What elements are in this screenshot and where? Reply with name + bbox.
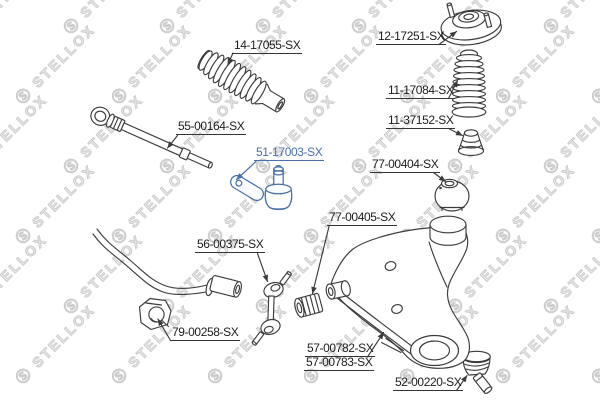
leader-line (168, 136, 178, 149)
part-label-79-00258-sx[interactable]: 79-00258-SX (170, 325, 241, 341)
part-label-12-17251-sx[interactable]: 12-17251-SX (376, 29, 447, 45)
leader-line (368, 333, 384, 358)
part-label-56-00375-sx[interactable]: 56-00375-SX (195, 237, 266, 253)
part-label-11-37152-sx[interactable]: 11-37152-SX (386, 113, 456, 129)
leader-line (311, 227, 330, 294)
leader-line (439, 32, 457, 45)
part-label-57-00783-sx[interactable]: 57-00783-SX (304, 355, 375, 371)
leader-line (457, 376, 468, 391)
part-label-51-17003-sx[interactable]: 51-17003-SX (254, 145, 325, 161)
stabilizer-bar-bushing-drawing (140, 299, 172, 330)
tie-rod-end-drawing (228, 166, 291, 210)
leader-line (449, 81, 458, 99)
leader-line-highlight (237, 162, 257, 180)
part-label-57-00782-sx[interactable]: 57-00782-SX (305, 341, 376, 357)
strut-dust-boot-drawing (452, 50, 486, 117)
stabilizer-link-drawing (252, 271, 292, 346)
lower-control-arm-drawing (325, 216, 470, 368)
leader-lines (158, 32, 467, 391)
part-label-77-00404-sx[interactable]: 77-00404-SX (370, 157, 441, 173)
control-arm-front-bushing-drawing (293, 293, 323, 318)
leader-line (158, 319, 171, 341)
leader-line (258, 254, 268, 282)
part-label-77-00405-sx[interactable]: 77-00405-SX (327, 210, 398, 226)
stabilizer-bar-drawing (93, 229, 243, 298)
bump-stop-drawing (459, 130, 484, 156)
leader-line (449, 129, 463, 136)
part-label-14-17055-sx[interactable]: 14-17055-SX (232, 38, 303, 54)
ball-joint-drawing (463, 351, 493, 394)
part-label-55-00164-sx[interactable]: 55-00164-SX (176, 119, 247, 135)
leader-line (434, 173, 446, 182)
leader-line (228, 53, 233, 65)
part-label-11-17084-sx[interactable]: 11-17084-SX (386, 83, 456, 99)
part-label-52-00220-sx[interactable]: 52-00220-SX (393, 375, 464, 391)
